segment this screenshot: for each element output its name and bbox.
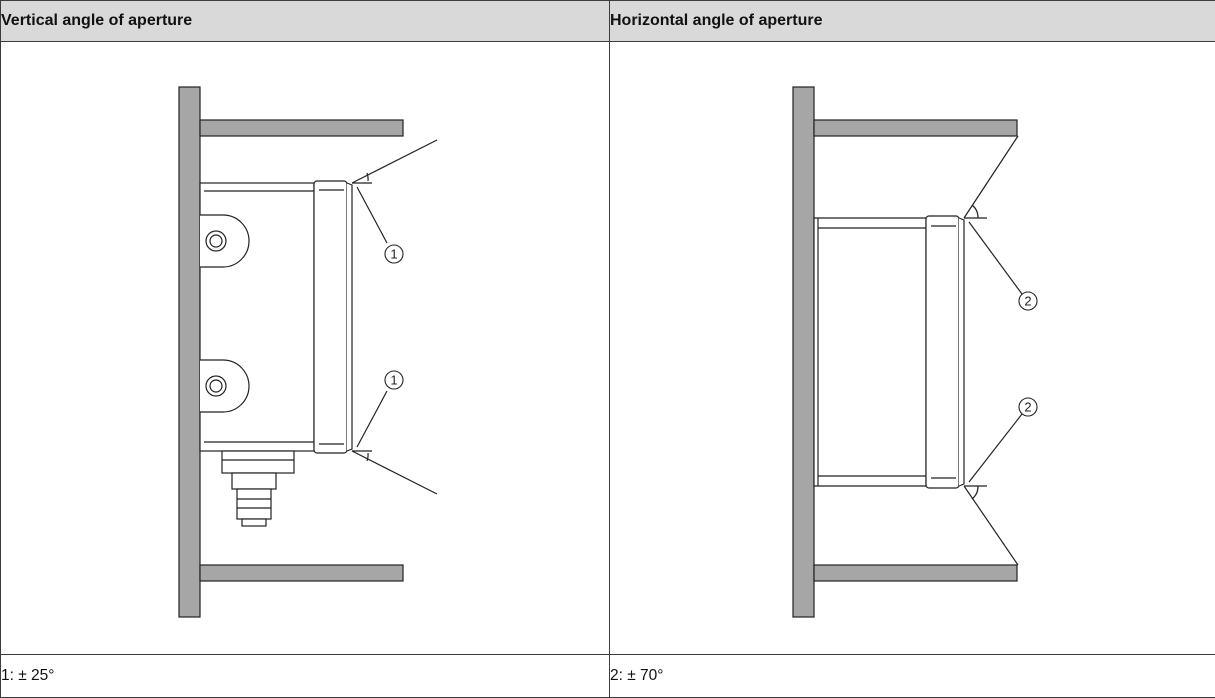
bottom-bracket [199, 564, 404, 582]
mounting-wall [792, 86, 815, 618]
vertical-aperture-diagram: 1 1 [178, 86, 438, 618]
callout-1-upper: 1 [384, 244, 404, 264]
mounting-wall [178, 86, 201, 618]
svg-text:2: 2 [1024, 294, 1031, 309]
top-bracket [813, 119, 1018, 137]
callout-2-lower: 2 [1018, 397, 1038, 417]
svg-text:1: 1 [390, 247, 397, 262]
aperture-angle-lines [963, 135, 1023, 566]
bottom-bracket [813, 564, 1018, 582]
caption-vertical-angle: 1: ± 25° [0, 654, 610, 698]
callout-1-lower: 1 [384, 370, 404, 390]
horizontal-aperture-diagram: 2 2 [792, 86, 1038, 618]
caption-horizontal-angle: 2: ± 70° [609, 654, 1215, 698]
figure-cell-horizontal: 2 2 [609, 41, 1215, 655]
header-horizontal-angle: Horizontal angle of aperture [609, 0, 1215, 42]
sensor-housing [813, 215, 965, 489]
figure-cell-vertical: 1 1 [0, 41, 610, 655]
top-bracket [199, 119, 404, 137]
callout-2-upper: 2 [1018, 291, 1038, 311]
svg-text:1: 1 [390, 373, 397, 388]
svg-text:2: 2 [1024, 400, 1031, 415]
sensor-housing [199, 180, 353, 527]
aperture-angle-lines [351, 139, 438, 495]
header-vertical-angle: Vertical angle of aperture [0, 0, 610, 42]
